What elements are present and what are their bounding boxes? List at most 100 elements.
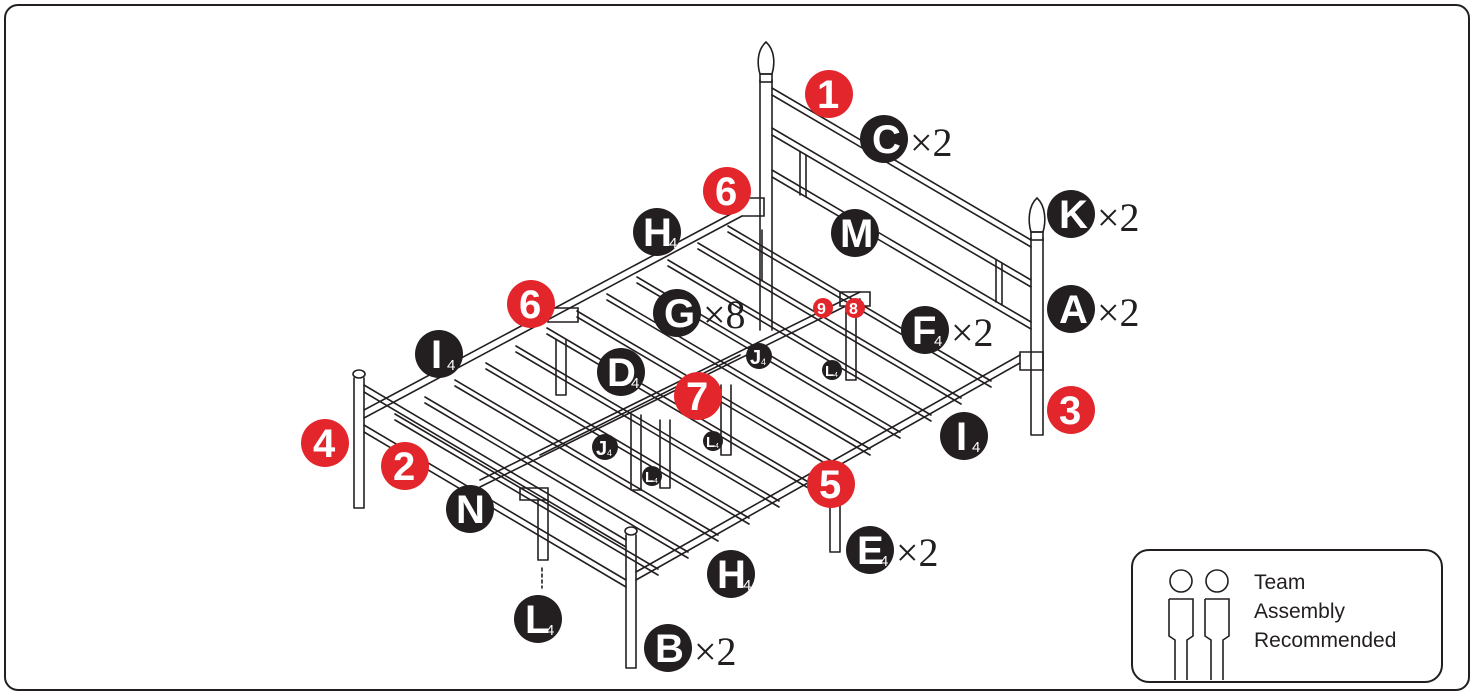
step-3-number: 3 (1059, 389, 1081, 433)
head-post-left-finial (757, 40, 775, 75)
headboard-spindle-1 (799, 151, 807, 198)
part-f-badge (901, 306, 949, 354)
slat (667, 259, 932, 422)
part-b-badge (644, 624, 692, 672)
step-9-number: 9 (817, 301, 826, 318)
part-e-label: E 4 ×2 (846, 526, 939, 575)
support-leg (829, 504, 841, 553)
part-j-upper-letter: J (750, 347, 761, 369)
part-l-upper-badge (822, 360, 842, 380)
part-a-qty: ×2 (1097, 290, 1140, 335)
step-3-badge (1047, 386, 1095, 434)
headboard (741, 40, 1046, 436)
part-n-letter: N (456, 488, 485, 532)
step-6-upper-number: 6 (715, 170, 737, 214)
part-h-top-badge (633, 208, 681, 256)
part-i-left-label: I 4 (415, 330, 463, 378)
head-post-left-cap (759, 73, 773, 83)
part-i-left-letter: I (431, 333, 442, 377)
step-4-number: 4 (313, 422, 336, 466)
team-note-line-2: Assembly (1254, 600, 1346, 623)
part-j-lower-sub: 4 (607, 448, 612, 458)
team-assembly-icon (1168, 569, 1230, 680)
support-leg (537, 499, 549, 561)
step-1: 1 (805, 70, 853, 118)
part-d-letter: D (607, 351, 636, 395)
part-c-label: C ×2 (860, 115, 953, 165)
part-m-label: M (831, 209, 879, 257)
part-m-badge (831, 209, 879, 257)
part-f-label: F 4 ×2 (901, 306, 994, 355)
part-l-upper-label: L 4 (822, 360, 842, 380)
part-n-badge (446, 485, 494, 533)
step-6-upper: 6 (703, 167, 751, 215)
step-6-lower: 6 (507, 280, 555, 328)
step-5: 5 (807, 460, 855, 508)
team-note-line-1: Team (1254, 571, 1306, 594)
slat (424, 396, 689, 559)
part-b-qty: ×2 (694, 629, 737, 674)
headboard-rail-2 (771, 127, 1032, 288)
foot-post-right-cap (624, 526, 638, 536)
part-g-letter: G (664, 292, 695, 336)
step-3: 3 (1047, 386, 1095, 434)
part-k-letter: K (1059, 193, 1088, 237)
part-a-badge (1047, 285, 1095, 333)
step-8-badge (845, 298, 865, 318)
part-j-lower-badge (592, 434, 618, 460)
slat (515, 345, 780, 508)
step-8: 8 (845, 298, 865, 318)
foot-post-left-cap (352, 369, 366, 379)
part-c-qty: ×2 (910, 120, 953, 165)
part-l-lower-letter: L (645, 469, 654, 486)
step-2-number: 2 (393, 445, 415, 489)
part-e-qty: ×2 (896, 530, 939, 575)
team-assembly-box (1131, 549, 1443, 683)
part-l-bottom-badge (514, 595, 562, 643)
part-h-top-sub: 4 (669, 235, 677, 252)
team-note-line-3: Recommended (1254, 629, 1397, 652)
part-e-letter: E (857, 529, 884, 573)
part-i-left-badge (415, 330, 463, 378)
part-g-qty: ×8 (703, 292, 746, 337)
part-l-bottom-label: L 4 (514, 595, 562, 643)
support-leg (630, 414, 642, 491)
part-l-mid-letter: L (706, 434, 715, 451)
part-l-mid-sub: 4 (715, 443, 719, 450)
part-j-lower-letter: J (596, 438, 607, 460)
support-legs (537, 229, 857, 589)
step-markers: 1 2 3 4 5 6 6 7 (301, 70, 1095, 508)
part-j-lower-label: J 4 (592, 434, 618, 460)
support-leg (845, 307, 857, 381)
step-2: 2 (381, 442, 429, 490)
headboard-top-rail (771, 87, 1032, 248)
slat (697, 242, 962, 405)
part-b-letter: B (655, 627, 684, 671)
foot-post-right (625, 534, 637, 669)
step-6-upper-badge (703, 167, 751, 215)
part-g-label: G ×8 (653, 289, 746, 337)
part-f-sub: 4 (934, 333, 942, 350)
part-c-badge (860, 115, 908, 163)
slat (606, 293, 871, 456)
part-a-letter: A (1059, 288, 1088, 332)
step-7-number: 7 (686, 375, 708, 419)
part-m-letter: M (840, 212, 873, 256)
part-j-upper-badge (746, 343, 772, 369)
part-d-sub: 4 (631, 375, 639, 392)
step-6-lower-number: 6 (519, 283, 541, 327)
head-post-right (1030, 237, 1044, 436)
part-h-bottom-badge (707, 550, 755, 598)
slat (454, 379, 719, 542)
part-a-label: A ×2 (1047, 285, 1140, 335)
head-bracket-right (1019, 351, 1044, 371)
head-post-left (759, 79, 773, 331)
headboard-spindle-2 (995, 259, 1003, 306)
step-9-badge (813, 298, 833, 318)
part-g-badge (653, 289, 701, 337)
part-b-label: B ×2 (644, 624, 737, 674)
part-labels: C ×2 K ×2 A ×2 M H 4 G ×8 (415, 115, 1140, 674)
support-leg (555, 339, 567, 396)
part-h-bottom-label: H 4 (707, 550, 755, 598)
